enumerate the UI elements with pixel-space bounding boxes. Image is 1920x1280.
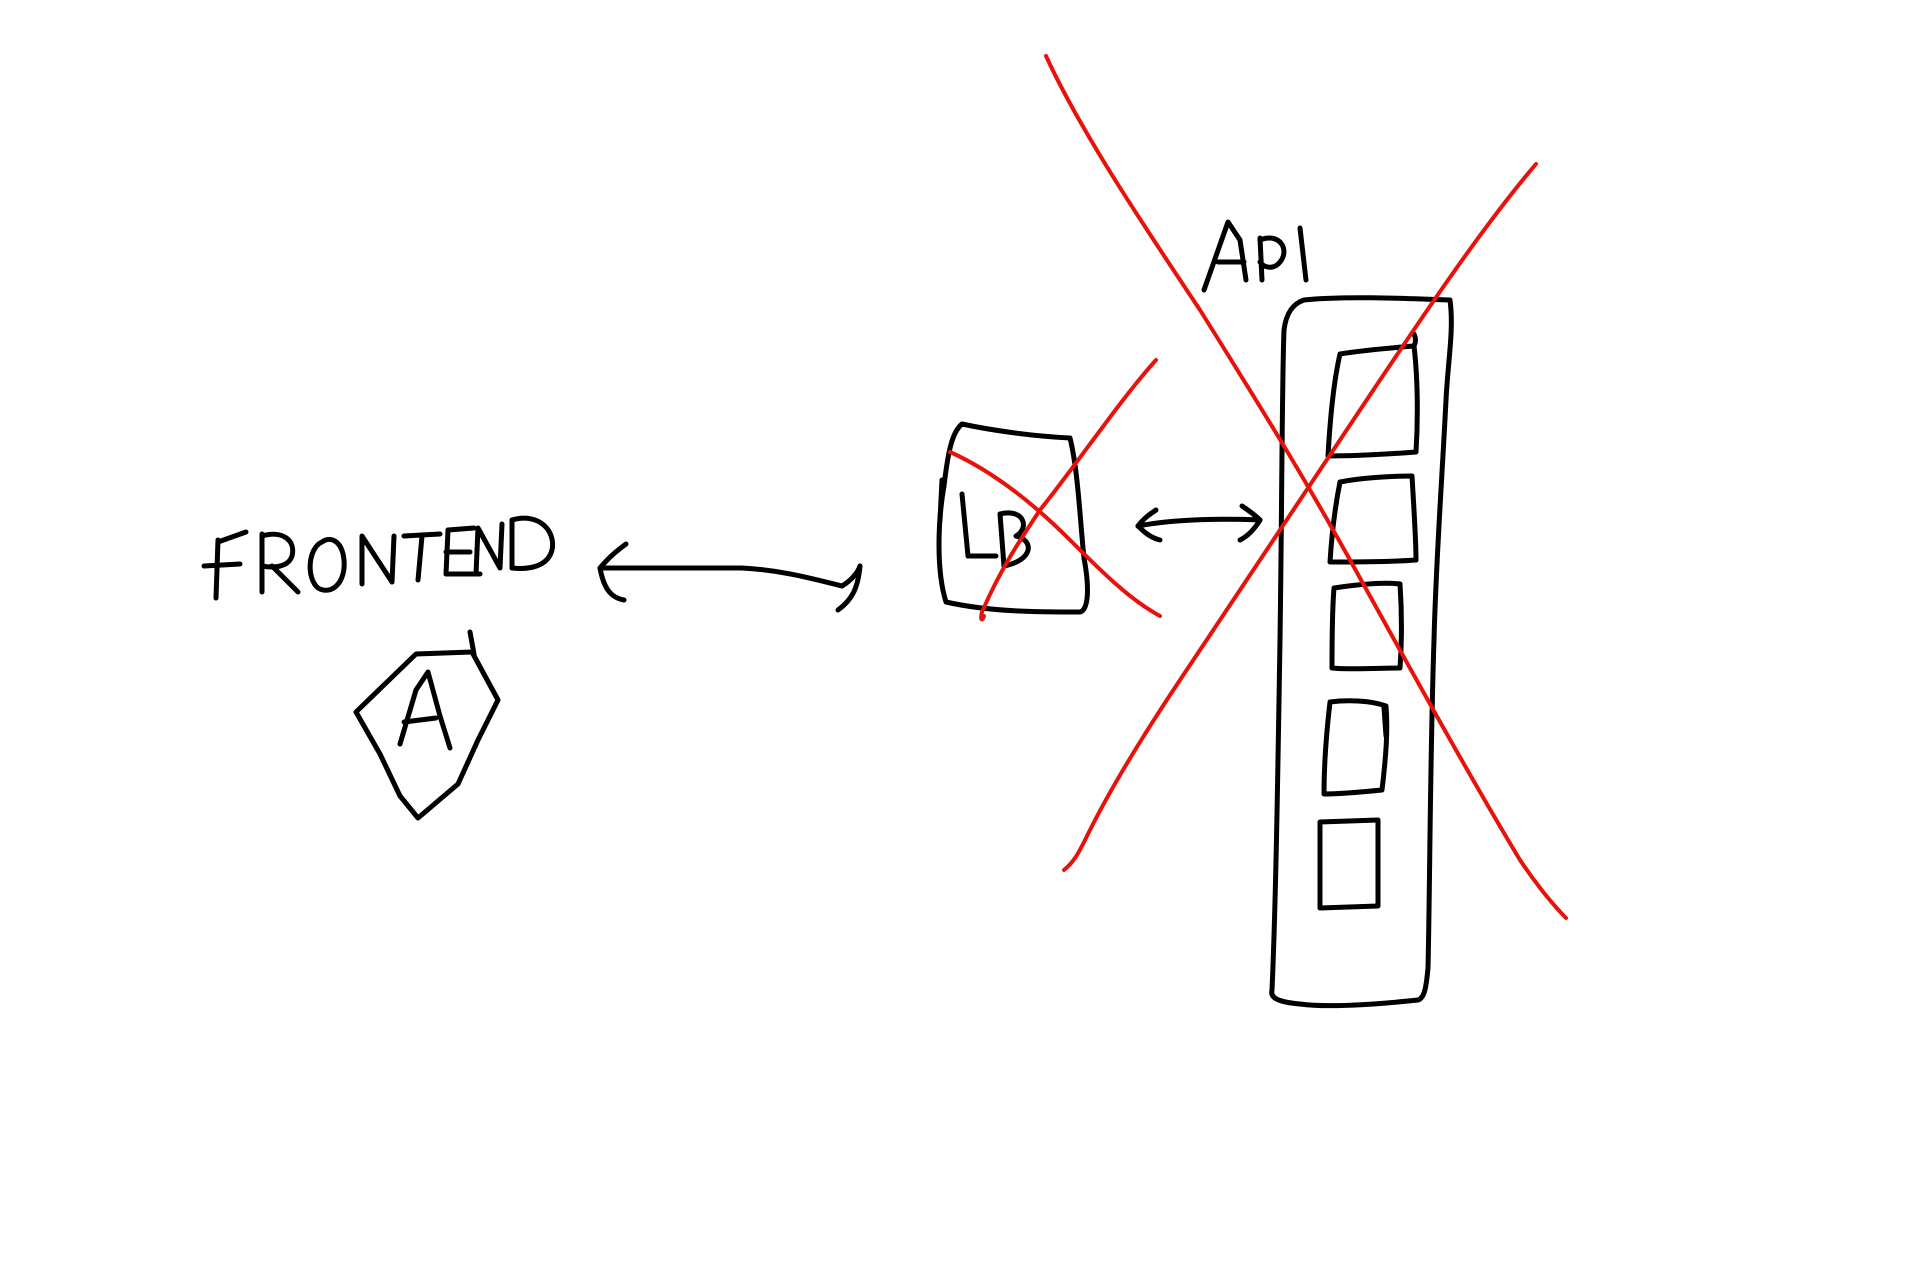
- badge-letter-a: [397, 669, 453, 751]
- frontend-label: [201, 515, 556, 601]
- api-instance-2: [1327, 473, 1419, 565]
- api-instance-3: [1329, 580, 1404, 672]
- arrow-frontend-lb: [597, 541, 863, 613]
- api-node: [1269, 295, 1454, 1009]
- arrow-lb-api: [1135, 503, 1263, 543]
- api-label: [1201, 219, 1309, 293]
- api-strike-x: [1044, 54, 1568, 920]
- api-instance-5: [1317, 817, 1381, 911]
- frontend-badge: [353, 629, 501, 821]
- lb-node: [936, 421, 1090, 615]
- lb-letters: [959, 491, 1031, 569]
- api-instance-1: [1325, 343, 1420, 459]
- api-instance-4: [1321, 698, 1390, 797]
- lb-strike-x: [948, 358, 1162, 622]
